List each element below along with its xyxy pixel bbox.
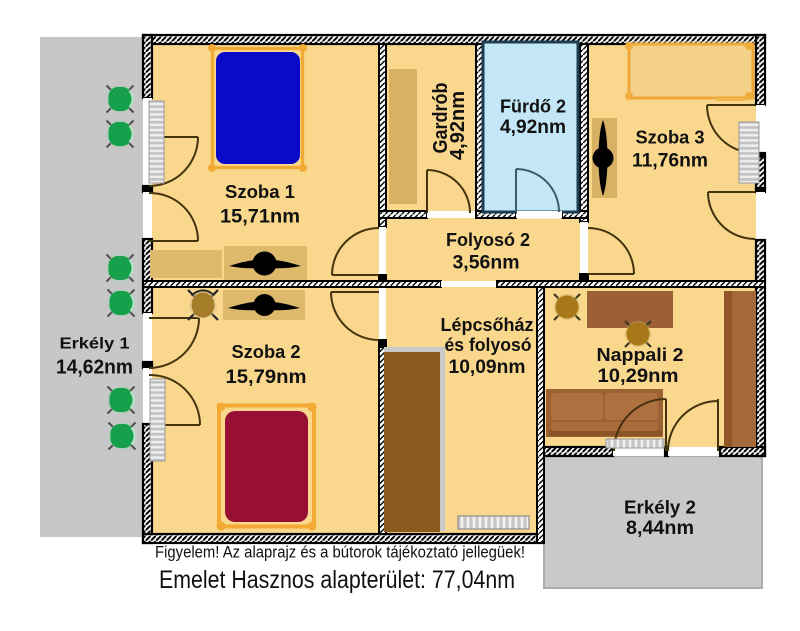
svg-text:Lépcsőház: Lépcsőház <box>441 315 534 335</box>
svg-text:14,62nm: 14,62nm <box>56 356 133 379</box>
svg-text:15,79nm: 15,79nm <box>226 366 307 388</box>
svg-text:Nappali 2: Nappali 2 <box>597 345 684 365</box>
svg-text:15,71nm: 15,71nm <box>220 206 300 228</box>
svg-text:10,09nm: 10,09nm <box>449 356 526 378</box>
svg-text:Folyosó 2: Folyosó 2 <box>446 230 530 250</box>
svg-text:Szoba 2: Szoba 2 <box>232 342 301 362</box>
svg-text:Erkély 2: Erkély 2 <box>624 498 696 518</box>
svg-text:Fürdő 2: Fürdő 2 <box>500 97 566 117</box>
svg-text:4,92nm: 4,92nm <box>500 116 566 138</box>
svg-text:10,29nm: 10,29nm <box>598 365 679 387</box>
svg-text:Erkély 1: Erkély 1 <box>60 336 130 353</box>
svg-text:3,56nm: 3,56nm <box>453 252 520 274</box>
svg-text:8,44nm: 8,44nm <box>626 518 694 539</box>
svg-text:Szoba 3: Szoba 3 <box>636 128 705 148</box>
svg-text:Gardrób: Gardrób <box>430 83 452 154</box>
svg-text:11,76nm: 11,76nm <box>632 150 708 172</box>
svg-text:és folyosó: és folyosó <box>445 335 532 355</box>
svg-text:Emelet Hasznos alapterület: 77: Emelet Hasznos alapterület: 77,04nm <box>159 566 515 594</box>
svg-text:Figyelem! Az alaprajz és a bút: Figyelem! Az alaprajz és a bútorok tájék… <box>155 543 525 562</box>
svg-text:Szoba 1: Szoba 1 <box>225 182 295 202</box>
svg-text:4,92nm: 4,92nm <box>447 91 469 160</box>
